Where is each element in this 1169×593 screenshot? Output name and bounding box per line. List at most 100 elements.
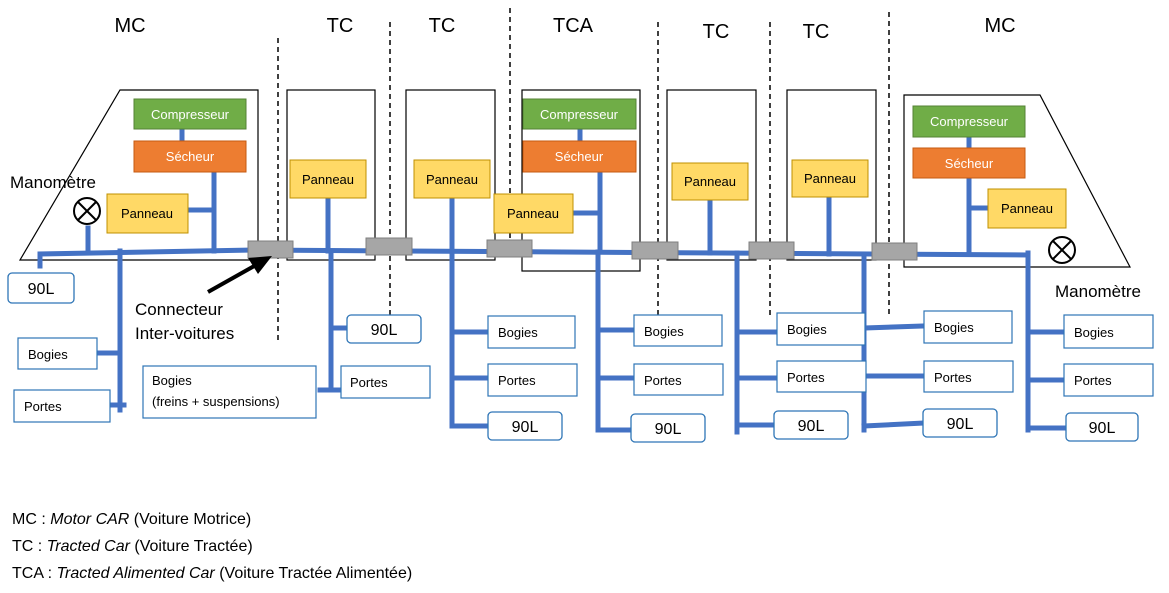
legend-desc: (Voiture Tractée) <box>129 538 253 555</box>
legend-desc: (Voiture Motrice) <box>129 511 252 528</box>
tanks <box>7 272 1139 443</box>
tank-box <box>773 410 849 440</box>
compressor-box <box>133 98 247 130</box>
tank-label: 90L <box>655 421 682 438</box>
gauge-icon <box>73 197 101 225</box>
pipe-segment <box>861 420 927 429</box>
gauge-label: Manomètre <box>10 173 96 192</box>
bogies-detail-line1: Bogies <box>152 373 192 388</box>
connector <box>871 242 918 261</box>
doors-box <box>340 365 431 399</box>
tank-box <box>630 413 706 443</box>
connector <box>486 239 533 258</box>
panel-label: Panneau <box>507 206 559 221</box>
legend-abbr: TC <box>12 538 34 555</box>
connector <box>631 241 679 260</box>
doors-box <box>13 389 111 423</box>
panel-box <box>671 162 749 201</box>
dryer-box <box>133 140 247 173</box>
doors-label: Portes <box>934 370 972 385</box>
panels: Panneau Panneau Panneau Panneau Panneau … <box>106 159 1067 234</box>
bogies-box <box>487 315 576 349</box>
bogies-label: Bogies <box>787 322 827 337</box>
bogies-label: Bogies <box>934 320 974 335</box>
bogies-detail-box <box>142 365 317 419</box>
tank-label: 90L <box>28 281 55 298</box>
legend-sep: : <box>36 511 51 528</box>
dryer-box <box>522 140 637 173</box>
panel-label: Panneau <box>426 172 478 187</box>
legend-desc: (Voiture Tractée Alimentée) <box>214 565 413 582</box>
panel-label: Panneau <box>684 174 736 189</box>
pipe-segment <box>861 323 927 331</box>
bogies-label: Bogies <box>644 324 684 339</box>
bogies-label: Bogies <box>498 325 538 340</box>
doors-box <box>776 360 867 393</box>
doors-label: Portes <box>787 370 825 385</box>
panel-box <box>413 159 491 199</box>
car-outline-tc <box>786 89 877 261</box>
legend-abbr: MC <box>12 511 37 528</box>
connector <box>365 237 413 256</box>
tank-label: 90L <box>371 322 398 339</box>
compressor-box <box>912 105 1026 138</box>
connector-label-line2: Inter-voitures <box>135 324 234 343</box>
tank-label: 90L <box>947 416 974 433</box>
legend-line: MC : Motor CAR (Voiture Motrice) <box>12 511 251 529</box>
doors-label: Portes <box>1074 373 1112 388</box>
dryers: Sécheur Sécheur Sécheur <box>133 140 1026 179</box>
tank-box <box>1065 412 1139 442</box>
legend-term: Tracted Car <box>46 538 130 555</box>
panel-label: Panneau <box>121 206 173 221</box>
panel-box <box>106 193 189 234</box>
car-title: MC <box>984 15 1015 37</box>
dryer-label: Sécheur <box>555 149 604 164</box>
car-title: TC <box>803 21 830 43</box>
panel-box <box>987 188 1067 229</box>
panel-label: Panneau <box>1001 201 1053 216</box>
legend-term: Motor CAR <box>50 511 130 528</box>
consumer-labels: Bogies Portes Bogies (freins + suspensio… <box>24 320 1114 414</box>
panel-label: Panneau <box>302 172 354 187</box>
doors-label: Portes <box>498 373 536 388</box>
compressor-label: Compresseur <box>540 107 619 122</box>
car-title: TC <box>327 15 354 37</box>
doors-label: Portes <box>24 399 62 414</box>
doors-box <box>1063 363 1154 397</box>
doors-label: Portes <box>644 373 682 388</box>
connector <box>748 241 795 260</box>
bogies-box <box>1063 314 1154 349</box>
legend-term: Tracted Alimented Car <box>56 565 215 582</box>
compressor-label: Compresseur <box>930 114 1009 129</box>
car-separators <box>277 8 890 342</box>
dryer-box <box>912 147 1026 179</box>
connector-arrow-head-icon <box>248 256 272 274</box>
panel-box <box>289 159 367 199</box>
tank-labels: 90L 90L 90L 90L 90L 90L 90L <box>28 281 1116 438</box>
gauge-icon <box>1048 236 1076 264</box>
connector-annotation: Connecteur Inter-voitures <box>135 256 272 343</box>
legend-sep: : <box>43 565 57 582</box>
car-outline-tc <box>666 89 757 261</box>
dryer-label: Sécheur <box>166 149 215 164</box>
car-titles: MC TC TC TCA TC TC MC <box>114 15 1015 43</box>
bogies-detail-line2: (freins + suspensions) <box>152 394 280 409</box>
dryer-label: Sécheur <box>945 156 994 171</box>
bogies-box <box>633 314 723 347</box>
compressor-label: Compresseur <box>151 107 230 122</box>
tank-box <box>346 314 422 344</box>
pressure-gauges: Manomètre Manomètre <box>10 173 1141 301</box>
bogies-box <box>776 312 866 346</box>
car-outline-mc-right <box>903 94 1131 268</box>
legend-abbr: TCA <box>12 565 44 582</box>
consumer-boxes <box>13 310 1154 423</box>
inter-car-connectors <box>247 237 918 261</box>
car-title: TC <box>429 15 456 37</box>
bogies-box <box>17 337 98 370</box>
car-title: TCA <box>553 15 594 37</box>
bogies-box <box>923 310 1013 344</box>
compressors: Compresseur Compresseur Compresseur <box>133 98 1026 138</box>
doors-label: Portes <box>350 375 388 390</box>
